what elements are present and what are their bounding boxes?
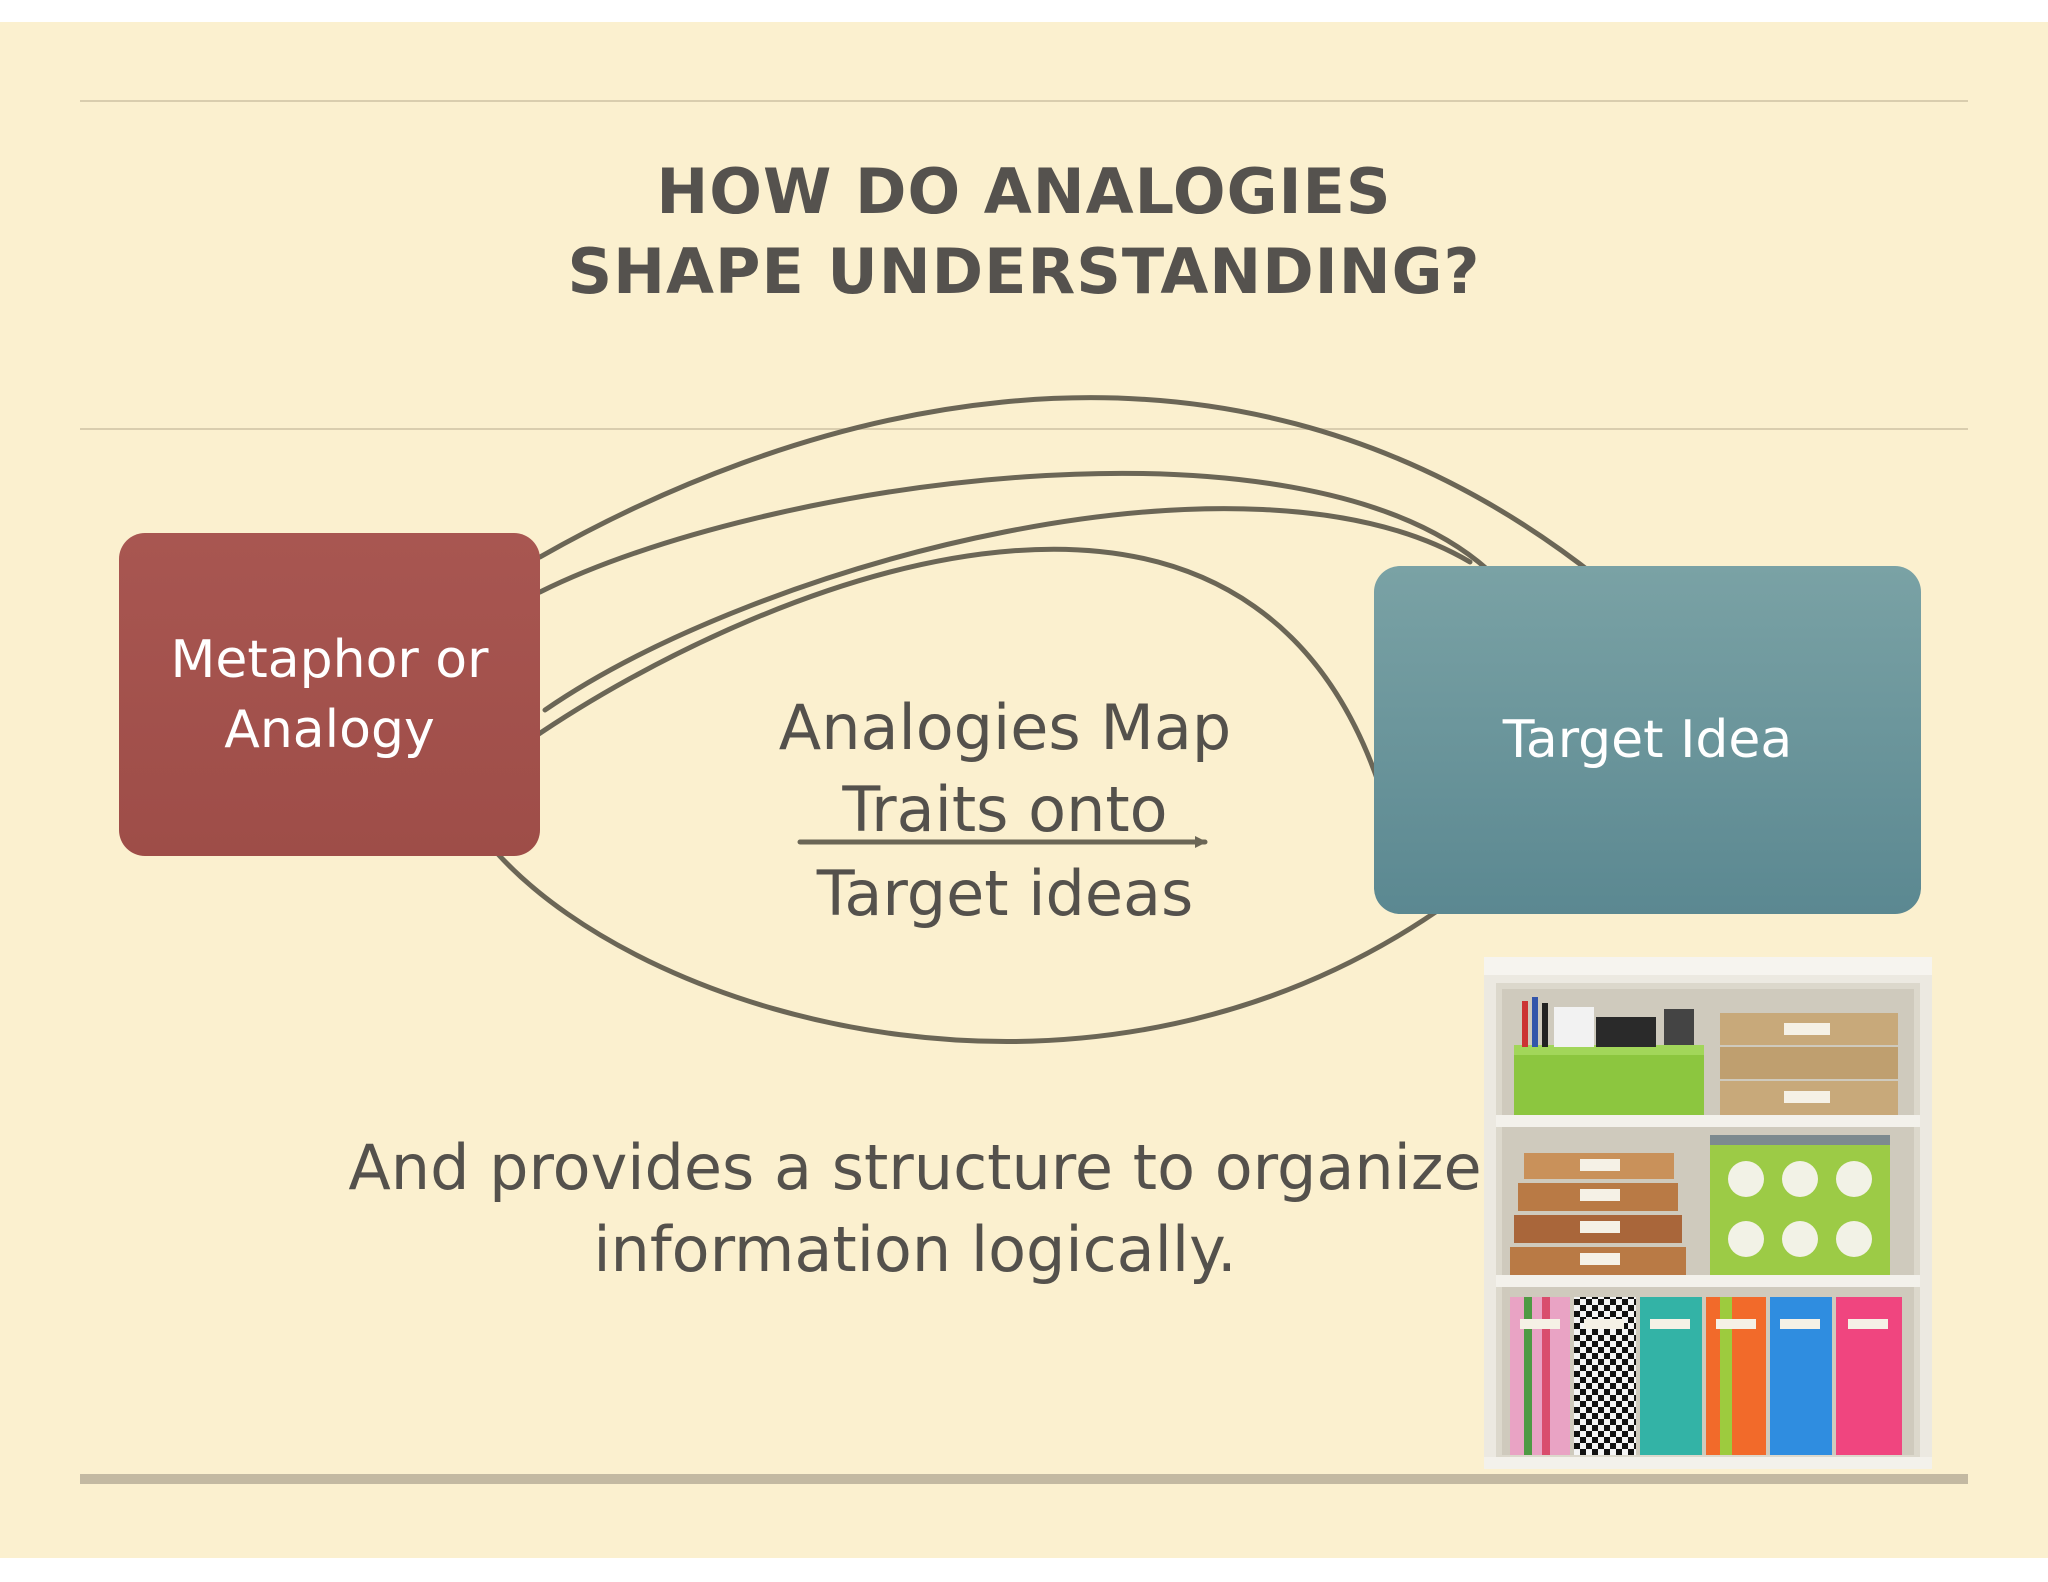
arrow-caption: Analogies Map Traits onto Target ideas <box>760 687 1250 935</box>
body-line-1: And provides a structure to organize <box>348 1131 1482 1204</box>
body-line-2: information logically. <box>593 1213 1237 1286</box>
bookshelf-organizer-image <box>1484 957 1932 1469</box>
curve-2 <box>537 470 1491 595</box>
bottom-divider <box>80 1474 1968 1484</box>
mapping-curves <box>494 395 1601 1044</box>
source-label-line-1: Metaphor or <box>170 629 489 690</box>
source-label-line-2: Analogy <box>224 699 435 760</box>
body-text: And provides a structure to organize inf… <box>330 1127 1500 1291</box>
arrow-caption-line-3: Target ideas <box>816 857 1194 930</box>
slide: HOW DO ANALOGIES SHAPE UNDERSTANDING? Me… <box>0 22 2048 1558</box>
curve-3 <box>542 506 1473 713</box>
curve-5 <box>494 850 1453 1044</box>
title-line-2: SHAPE UNDERSTANDING? <box>567 235 1481 308</box>
arrow-caption-line-1: Analogies Map <box>778 691 1232 764</box>
target-box: Target Idea <box>1374 566 1921 914</box>
slide-title: HOW DO ANALOGIES SHAPE UNDERSTANDING? <box>0 152 2048 312</box>
title-line-1: HOW DO ANALOGIES <box>656 155 1392 228</box>
curve-1 <box>537 395 1601 581</box>
curve-4 <box>527 546 1403 867</box>
source-box: Metaphor or Analogy <box>119 533 540 856</box>
top-divider <box>80 100 1968 102</box>
target-label: Target Idea <box>1502 710 1793 770</box>
arrow-caption-line-2: Traits onto <box>842 773 1168 846</box>
middle-divider <box>80 428 1968 430</box>
